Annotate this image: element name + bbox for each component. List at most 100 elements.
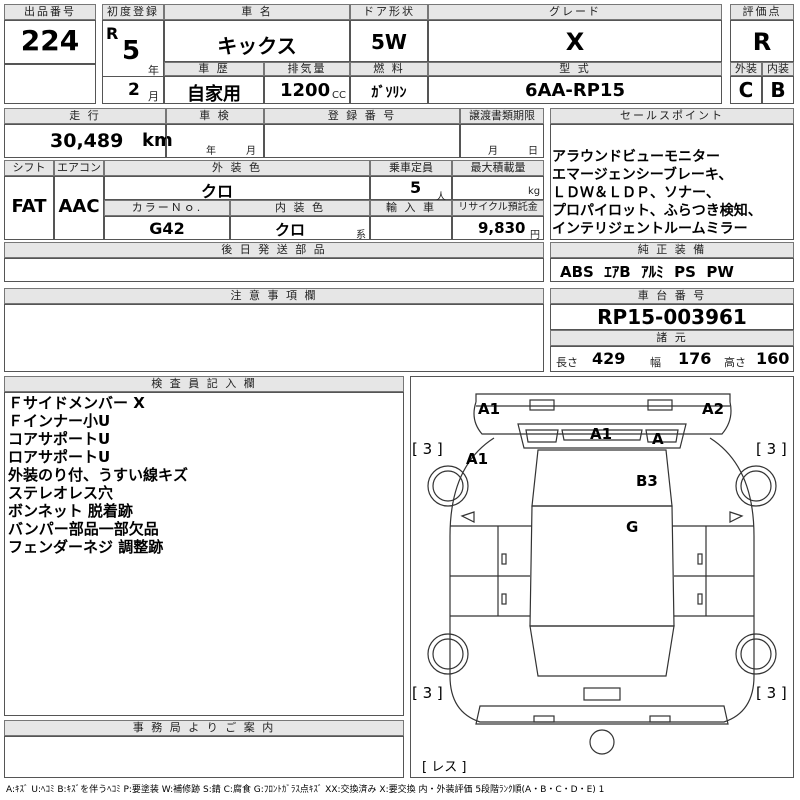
door: 5W xyxy=(371,30,407,54)
transfer-cell xyxy=(460,124,544,158)
shift: FAT xyxy=(11,196,47,217)
later-parts-cell xyxy=(4,258,544,282)
yen-unit: 円 xyxy=(530,230,540,241)
equip-cell xyxy=(550,258,794,282)
year-num: 5 xyxy=(122,36,141,66)
lot-no-label: 出品番号 xyxy=(4,4,96,20)
inspection-month: 月 xyxy=(246,146,256,157)
inspector-note: Ｆインナー小U xyxy=(8,412,111,430)
equip-label: 純 正 装 備 xyxy=(550,242,794,258)
transfer-label: 譲渡書類期限 xyxy=(460,108,544,124)
inspector-note: ボンネット 脱着跡 xyxy=(8,502,133,520)
door-cell xyxy=(350,20,428,62)
color-no-cell xyxy=(104,216,230,240)
damage-tag: G xyxy=(626,518,639,536)
int-color-cell xyxy=(230,216,370,240)
kei-unit: 系 xyxy=(356,230,366,241)
kg-unit: kg xyxy=(528,186,541,197)
reg-divider xyxy=(102,76,164,77)
sales-point: プロパイロット、ふらつき検知、 xyxy=(552,203,762,219)
inspection-year: 年 xyxy=(206,146,216,157)
front-plate-outline xyxy=(647,399,673,411)
year-unit: 年 xyxy=(148,64,159,77)
length-label: 長さ xyxy=(556,356,578,369)
import-cell xyxy=(370,216,452,240)
recycle-cell xyxy=(452,216,544,240)
sales-points-list: アラウンドビューモニターエマージェンシーブレーキ、ＬＤＷ＆ＬＤＰ、ソナー、プロパ… xyxy=(552,148,792,238)
wheel-rear-right xyxy=(735,633,777,675)
damage-tag: A xyxy=(652,430,664,448)
score-cell xyxy=(730,20,794,62)
inspector-note: ステレオレス穴 xyxy=(8,484,114,502)
damage-tag: A1 xyxy=(466,450,489,468)
later-parts-label: 後 日 発 送 部 品 xyxy=(4,242,544,258)
car-diagram xyxy=(427,393,777,755)
int-label: 内装 xyxy=(762,62,794,76)
inspection-label: 車 検 xyxy=(166,108,264,124)
cc-unit: CC xyxy=(332,90,346,101)
inspector-note: コアサポートU xyxy=(8,430,111,448)
name-cell xyxy=(164,20,350,62)
tire-depth: [ 3 ] xyxy=(756,440,787,458)
grade: X xyxy=(565,28,585,56)
office-cell xyxy=(4,736,404,778)
lot-no: 224 xyxy=(20,24,80,57)
displacement-cell xyxy=(264,76,350,104)
color-no: G42 xyxy=(149,219,185,238)
int-grade: B xyxy=(770,78,786,102)
front-bumper-outline xyxy=(473,393,732,435)
inspection-cell xyxy=(166,124,264,158)
ext-grade: C xyxy=(738,78,754,102)
sales-cell xyxy=(550,124,794,240)
int-color: クロ xyxy=(274,221,305,239)
first-reg-label: 初度登録 xyxy=(102,4,164,20)
int-color-label: 内 装 色 xyxy=(230,200,370,216)
hood-outline xyxy=(517,423,687,449)
spare-tire xyxy=(589,729,615,755)
car-diagram-frame xyxy=(410,376,794,778)
ext-cell xyxy=(730,76,762,104)
transfer-month: 月 xyxy=(488,146,498,157)
ac-label: エアコン xyxy=(54,160,104,176)
damage-tag: A1 xyxy=(478,400,501,418)
inspector-note: ロアサポートU xyxy=(8,448,111,466)
color-label: 外 装 色 xyxy=(104,160,370,176)
wheel-front-right xyxy=(735,465,777,507)
score: R xyxy=(752,28,772,56)
wheel-rear-left xyxy=(427,633,469,675)
damage-tag: B3 xyxy=(636,472,658,490)
month-num: 2 xyxy=(128,80,140,100)
dims-label: 諸 元 xyxy=(550,330,794,346)
inspector-cell xyxy=(4,392,404,716)
rear-window-outline xyxy=(529,625,675,677)
displacement-label: 排気量 xyxy=(264,62,350,76)
grade-cell xyxy=(428,20,722,62)
width-label: 幅 xyxy=(650,356,661,369)
height: 160 xyxy=(756,349,790,368)
model-label: 型 式 xyxy=(428,62,722,76)
sales-label: セールスポイント xyxy=(550,108,794,124)
displacement: 1200 xyxy=(280,80,331,101)
sales-point: インテリジェントルームミラー xyxy=(552,221,748,237)
office-label: 事 務 局 よ り ご 案 内 xyxy=(4,720,404,736)
person-unit: 人 xyxy=(436,192,446,203)
era: R xyxy=(106,24,119,43)
inspector-note: バンパー部品一部欠品 xyxy=(8,520,159,538)
inspector-note: フェンダーネジ 調整跡 xyxy=(8,538,164,556)
shift-label: シフト xyxy=(4,160,54,176)
inspector-label: 検 査 員 記 入 欄 xyxy=(4,376,404,392)
load-label: 最大積載量 xyxy=(452,160,544,176)
wheel-front-left xyxy=(427,465,469,507)
fuel-label: 燃 料 xyxy=(350,62,428,76)
door-label: ドア形状 xyxy=(350,4,428,20)
chassis-label: 車 台 番 号 xyxy=(550,288,794,304)
sales-point: アラウンドビューモニター xyxy=(552,149,720,165)
name-label: 車 名 xyxy=(164,4,350,20)
reg-no-label: 登 録 番 号 xyxy=(264,108,460,124)
model-cell xyxy=(428,76,722,104)
dims-cell xyxy=(550,346,794,372)
import-label: 輸 入 車 xyxy=(370,200,452,216)
body-outline xyxy=(449,437,755,723)
reg-no-cell xyxy=(264,124,460,158)
car-name: キックス xyxy=(217,34,297,58)
